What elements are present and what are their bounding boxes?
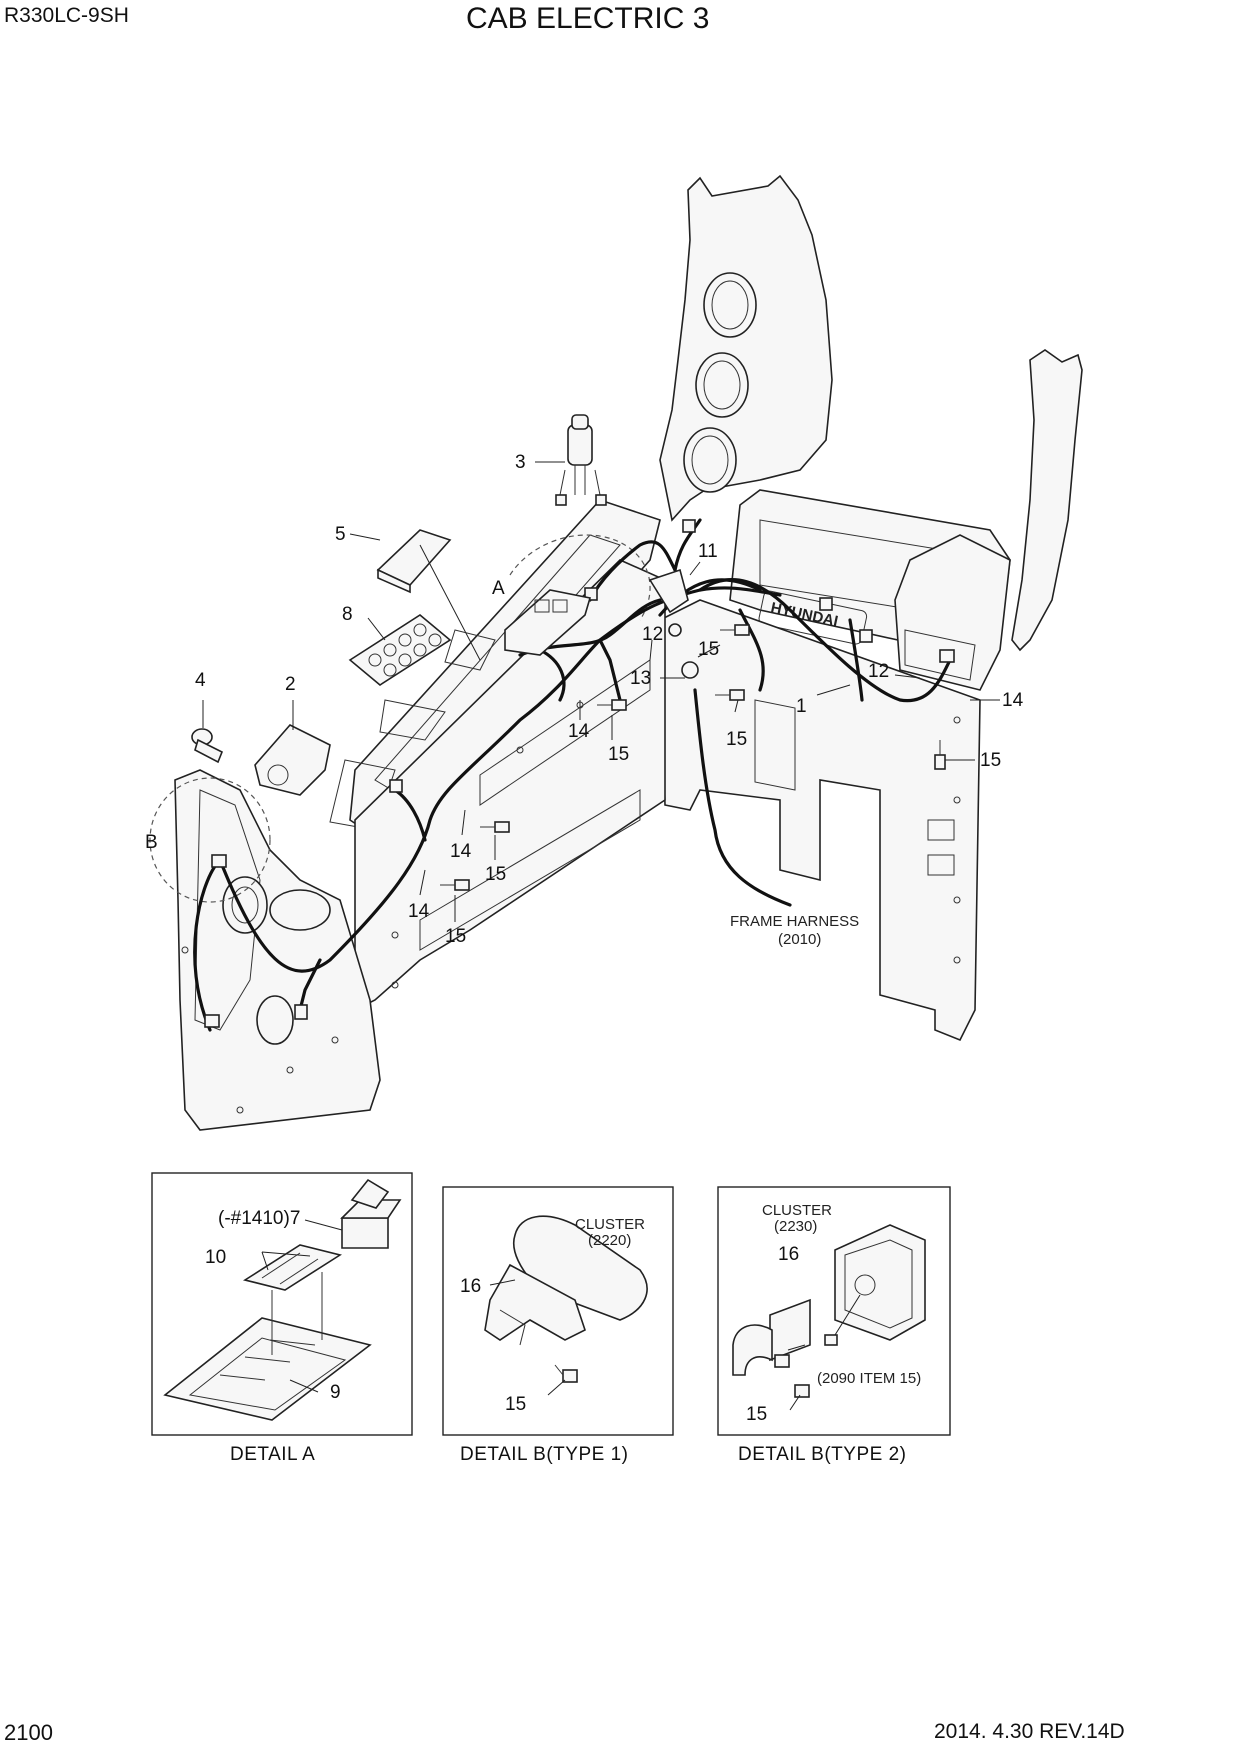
console-window-2 (379, 699, 446, 741)
detail-b2-cluster-label: CLUSTER (762, 1202, 832, 1219)
model-label: R330LC-9SH (4, 4, 129, 27)
bracket-11 (648, 568, 689, 614)
callout-12: 12 (868, 661, 889, 682)
callout-4: 4 (195, 670, 206, 691)
bolts (440, 623, 946, 891)
component-3-switch (555, 414, 607, 506)
detail-b-marker: B (145, 832, 158, 853)
cluster-2230 (834, 1224, 926, 1341)
component-5-tray (376, 529, 452, 594)
detail-a-caption: DETAIL A (230, 1444, 315, 1465)
detail-b-region (149, 777, 271, 903)
callout-1: 1 (796, 696, 807, 717)
callout-13: 13 (630, 668, 651, 689)
detail-b2-cluster-ref: (2230) (774, 1218, 817, 1235)
callout-11: 11 (698, 541, 718, 562)
back-floor-panel (659, 599, 981, 1042)
right-slim-pillar (1011, 349, 1083, 652)
detail-a-marker: A (492, 578, 505, 599)
date-revision: 2014. 4.30 REV.14D (934, 1720, 1125, 1743)
access-cover (754, 699, 796, 791)
frame-harness-ref: (2010) (778, 931, 821, 948)
panel-cutout-1 (927, 819, 955, 841)
page-title: CAB ELECTRIC 3 (466, 2, 709, 35)
callout-14: 14 (450, 841, 472, 862)
front-left-pillar (174, 769, 381, 1131)
detail-a-callout-10: 10 (205, 1247, 226, 1268)
cluster-2220 (513, 1215, 648, 1321)
callout-12: 12 (642, 624, 663, 645)
detail-b1-callout-15: 15 (505, 1394, 526, 1415)
detail-b1-callout-16: 16 (460, 1276, 481, 1297)
callout-15: 15 (445, 926, 466, 947)
component-2-socket (254, 724, 331, 796)
detail-b2-ref: (2090 ITEM 15) (817, 1370, 921, 1387)
callout-14: 14 (1002, 690, 1024, 711)
bracket-16 (484, 1263, 586, 1341)
callout-15: 15 (485, 864, 506, 885)
pillar-speaker-2 (256, 995, 294, 1045)
detail-b2-box (717, 1186, 951, 1436)
component-8-switch-panel (348, 614, 452, 686)
callout-15: 15 (980, 750, 1001, 771)
callout-leaders (202, 461, 1000, 922)
detail-b2-callout-15: 15 (746, 1404, 767, 1425)
callout-8: 8 (342, 604, 353, 625)
cab-frame-illustration: HYUNDAI (174, 174, 1083, 1131)
detail-a-box (151, 1172, 413, 1436)
detail-b2-callout-16: 16 (778, 1244, 799, 1265)
callout-2: 2 (285, 674, 296, 695)
page-number: 2100 (4, 1720, 53, 1745)
harness-frame-branch (693, 688, 792, 907)
frame-harness-label: FRAME HARNESS (730, 913, 859, 930)
right-console-box (894, 534, 1011, 691)
detail-b1-cluster-ref: (2220) (588, 1232, 631, 1249)
callout-3: 3 (515, 452, 526, 473)
detail-b1-caption: DETAIL B(TYPE 1) (460, 1444, 628, 1465)
callout-14: 14 (568, 721, 590, 742)
callout-15: 15 (726, 729, 747, 750)
detail-a-callout-9: 9 (330, 1382, 341, 1403)
detail-b1-box (442, 1186, 674, 1436)
detail-a-callout-7: (-#1410)7 (218, 1208, 300, 1229)
detail-b2-caption: DETAIL B(TYPE 2) (738, 1444, 906, 1465)
floor-cup-holder (269, 889, 331, 931)
component-display-unit (504, 589, 592, 656)
callout-5: 5 (335, 524, 346, 545)
panel-cutout-2 (927, 854, 955, 876)
console-window-3 (444, 629, 496, 671)
callout-15: 15 (698, 639, 719, 660)
component-4-lighter (191, 728, 224, 764)
callout-15: 15 (608, 744, 629, 765)
callout-14: 14 (408, 901, 430, 922)
detail-b1-cluster-label: CLUSTER (575, 1216, 645, 1233)
